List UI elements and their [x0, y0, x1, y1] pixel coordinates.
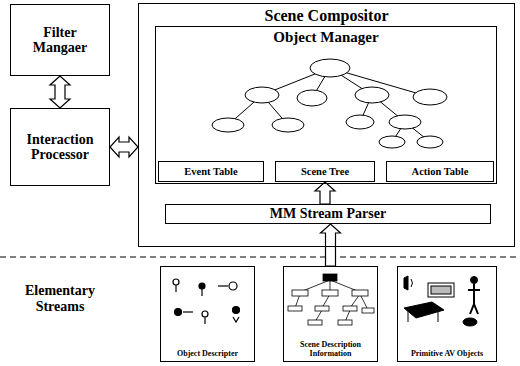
node-label: Action Table: [412, 166, 469, 178]
node-label: Event Table: [184, 166, 237, 178]
compositor-panel: Scene CompositorObject ManagerEvent Tabl…: [138, 3, 515, 247]
node-label: Scene Tree: [301, 166, 349, 178]
node-label: Object Manager: [273, 29, 378, 46]
stream-box: Object Descripter: [160, 266, 255, 362]
table-box: Scene Tree: [275, 161, 375, 182]
node-label: Object Descripter: [177, 350, 238, 359]
hollow-arrow: [50, 76, 70, 108]
node-label: Scene Description Information: [287, 341, 374, 359]
layer-label: Elementary Streams: [8, 283, 112, 315]
parser-bar: MM Stream Parser: [165, 204, 491, 224]
scene-description-tree: [288, 274, 374, 325]
node-label: Filter Mangaer: [25, 25, 95, 56]
descriptor-icons: [173, 279, 240, 324]
stream-box: Scene Description Information: [283, 266, 378, 362]
table-box: Action Table: [386, 161, 494, 182]
layer-divider: [0, 256, 520, 257]
object-tree: [212, 59, 447, 148]
hollow-arrow: [110, 137, 138, 157]
node-label: MM Stream Parser: [270, 206, 386, 221]
processor-box: Interaction Processor: [10, 108, 110, 186]
node-label: Interaction Processor: [19, 132, 101, 163]
hollow-arrow: [315, 182, 335, 204]
hollow-arrow: [321, 224, 341, 266]
table-box: Event Table: [158, 161, 264, 182]
stream-box: Primitive AV Objects: [397, 266, 497, 362]
av-object-icons: [404, 276, 480, 326]
node-label: Primitive AV Objects: [411, 350, 483, 359]
node-label: Scene Compositor: [265, 7, 389, 25]
manager-panel: Object ManagerEvent Table Scene Tree Actio…: [155, 26, 497, 184]
manager-box: Filter Mangaer: [10, 4, 110, 76]
